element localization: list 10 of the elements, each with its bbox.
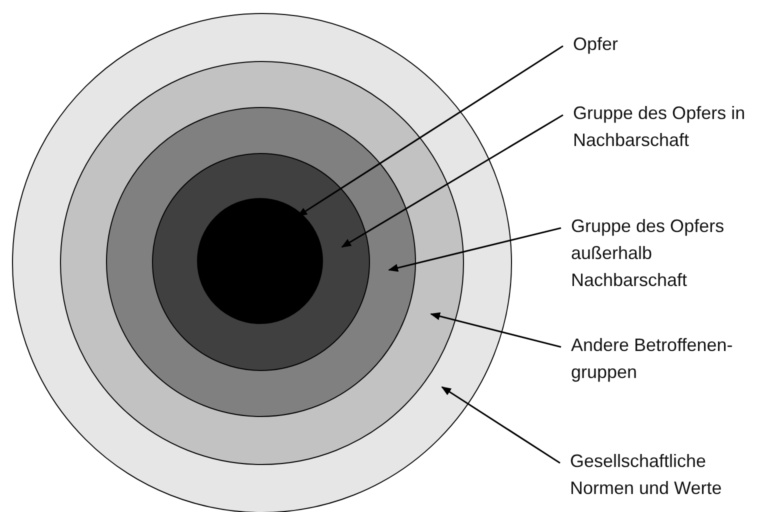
leader-arrow	[430, 312, 562, 348]
leader-arrow	[341, 114, 564, 248]
leader-arrow	[441, 386, 560, 464]
label-text: Gesellschaftliche Normen und Werte	[570, 448, 765, 502]
label-text: Gruppe des Opfers in Nachbarschaft	[573, 100, 768, 154]
label-text: Gruppe des Opfers außerhalb Nachbarschaft	[571, 213, 766, 294]
leader-arrow	[297, 45, 564, 217]
leader-arrow	[388, 227, 562, 272]
label-text: Opfer	[573, 31, 768, 58]
label-text: Andere Betroffenen-gruppen	[571, 332, 766, 386]
